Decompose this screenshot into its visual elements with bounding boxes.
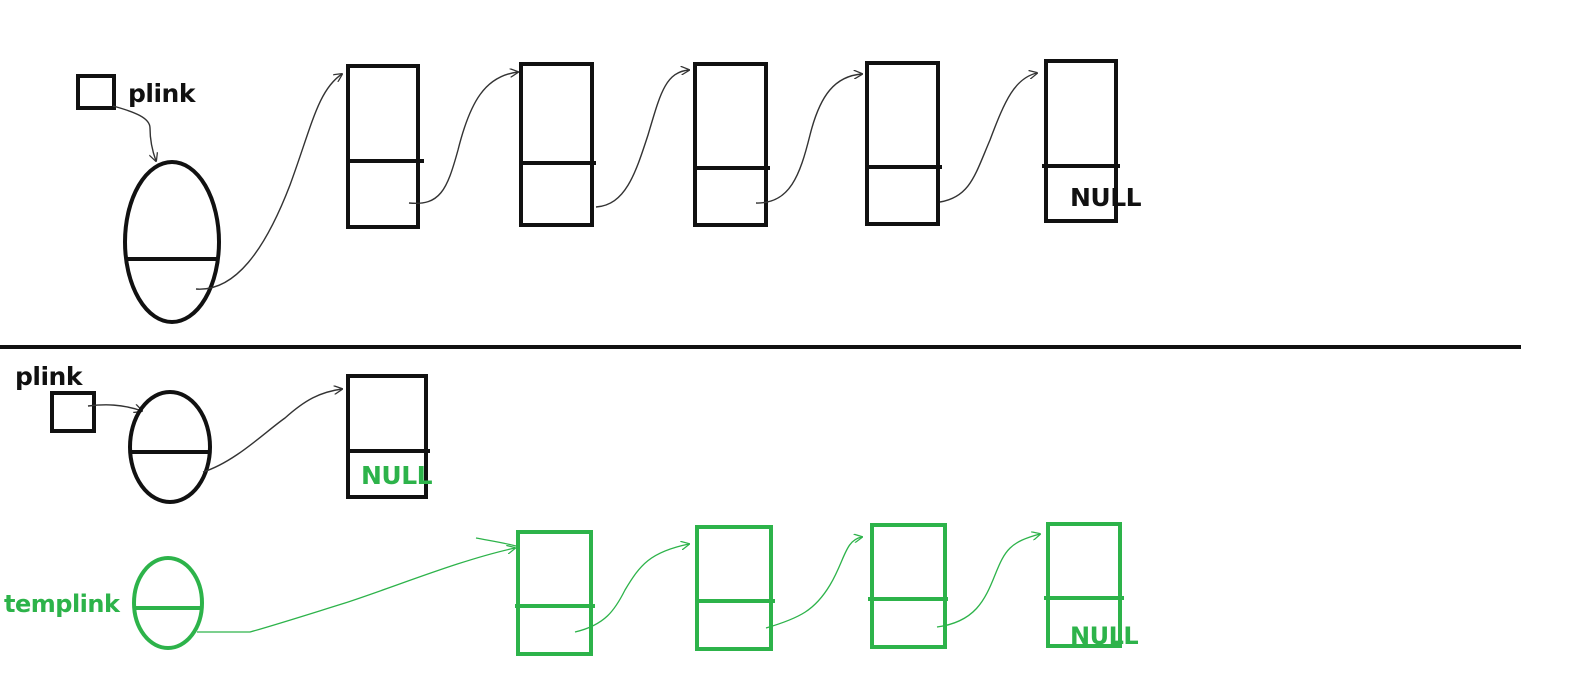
top-node-5 — [1042, 59, 1120, 223]
bottom-null-label: NULL — [361, 461, 433, 490]
top-head-node — [123, 160, 221, 324]
bottom-list-section — [50, 374, 430, 504]
bottom-node-1 — [346, 374, 430, 499]
templink-node-1 — [515, 530, 595, 656]
top-head-to-node1-arrow — [195, 74, 342, 290]
bottom-plink-label: plink — [15, 362, 82, 391]
top-plink-arrow — [112, 105, 156, 161]
bottom-plink-pointer-box — [50, 391, 96, 433]
top-node4-to-node5-arrow — [939, 73, 1037, 203]
templink-head-node — [132, 556, 204, 650]
top-plink-pointer-box — [76, 74, 116, 110]
bottom-plink-arrow — [87, 405, 142, 411]
top-node1-to-node2-arrow — [408, 72, 518, 205]
templink-node-4 — [1044, 522, 1124, 648]
templink-list-section — [132, 522, 1124, 656]
top-node3-to-node4-arrow — [755, 74, 862, 204]
bottom-head-to-node-arrow — [202, 389, 342, 473]
templink-arrow-tail-stub — [475, 537, 517, 547]
top-plink-label: plink — [128, 79, 195, 108]
templink-node-3 — [868, 523, 948, 649]
bottom-head-node — [128, 390, 212, 504]
top-node-1 — [346, 64, 424, 229]
templink-head-to-node1-arrow — [197, 548, 515, 633]
templink-null-label: NULL — [1070, 622, 1139, 650]
top-node-2 — [519, 62, 596, 227]
top-null-label: NULL — [1070, 183, 1142, 212]
templink-node3-to-node4-arrow — [936, 534, 1040, 628]
top-node2-to-node3-arrow — [595, 70, 689, 208]
templink-node1-to-node2-arrow — [574, 544, 689, 633]
templink-label: templink — [4, 590, 120, 618]
templink-node-2 — [695, 525, 775, 651]
top-node-3 — [693, 62, 770, 227]
top-list-section — [76, 59, 1120, 324]
templink-node2-to-node3-arrow — [765, 537, 862, 629]
top-node-4 — [865, 61, 942, 226]
